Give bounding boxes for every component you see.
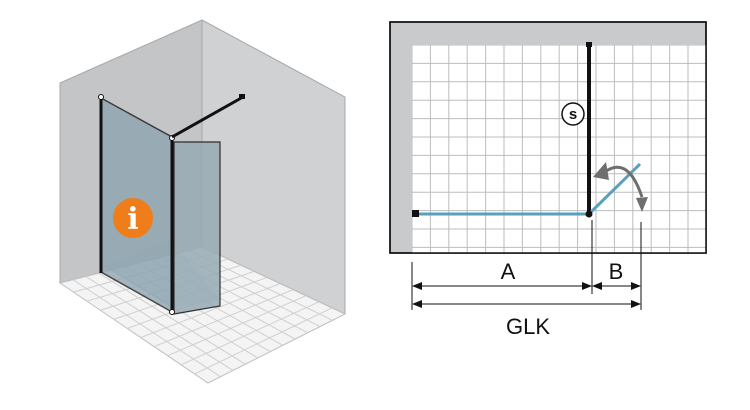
svg-text:B: B bbox=[609, 259, 624, 284]
svg-text:i: i bbox=[127, 202, 138, 237]
dimension-a: A bbox=[412, 259, 592, 290]
plan-pivot-glass bbox=[587, 162, 642, 216]
stabilizer-bar bbox=[171, 95, 244, 139]
dimension-glk: GLK bbox=[412, 300, 641, 339]
svg-text:A: A bbox=[501, 259, 516, 284]
stabilizer-marker: s bbox=[561, 102, 585, 126]
rotation-arrow-icon bbox=[593, 162, 648, 212]
svg-text:GLK: GLK bbox=[506, 314, 550, 339]
dimension-b: B bbox=[592, 259, 641, 290]
pivot-glass-panel bbox=[173, 141, 221, 315]
svg-text:s: s bbox=[569, 106, 577, 123]
info-icon: i bbox=[113, 198, 153, 238]
plan-view: s A B bbox=[389, 21, 707, 339]
